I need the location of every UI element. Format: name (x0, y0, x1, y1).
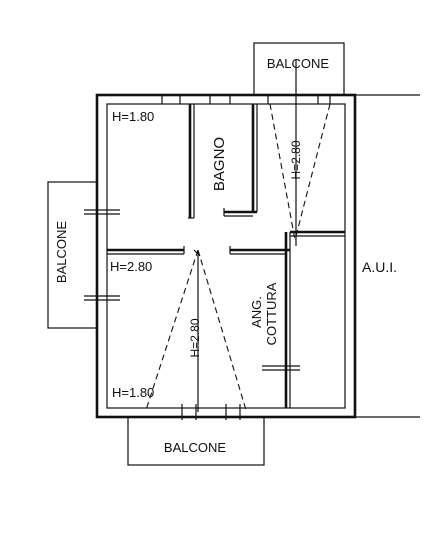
interior-walls (107, 104, 345, 408)
label-height-mid-left: H=2.80 (110, 259, 152, 274)
balcony-left (47, 181, 98, 329)
window-marks (84, 95, 331, 420)
label-bagno: BAGNO (211, 137, 228, 191)
balcony-top (253, 42, 345, 96)
boundary-lines (355, 94, 420, 418)
label-cottura: COTTURA (264, 282, 279, 345)
label-height-top-left: H=1.80 (112, 109, 154, 124)
label-balcone-top: BALCONE (267, 56, 329, 71)
label-height-top-right: H=2.80 (289, 140, 303, 179)
label-ang: ANG. (249, 296, 264, 328)
label-height-mid-center: H=2.80 (188, 318, 202, 357)
label-balcone-left: BALCONE (54, 221, 69, 283)
label-balcone-bottom: BALCONE (164, 440, 226, 455)
label-height-bottom-left: H=1.80 (112, 385, 154, 400)
label-aui: A.U.I. (362, 259, 397, 275)
slope-lines (145, 60, 331, 412)
